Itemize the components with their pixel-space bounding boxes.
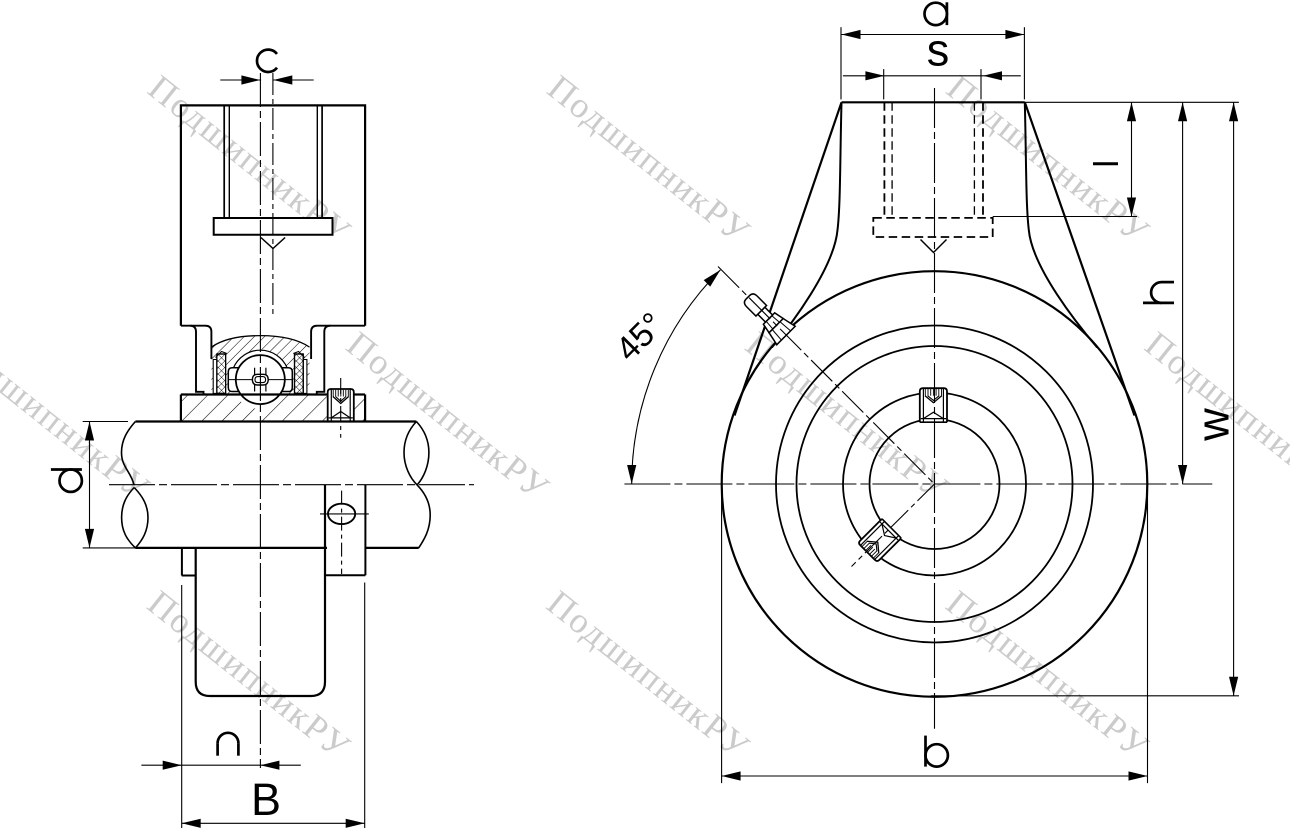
svg-text:l: l <box>1088 160 1126 168</box>
svg-text:w: w <box>1188 408 1239 442</box>
svg-text:s: s <box>927 25 950 76</box>
svg-text:B: B <box>251 774 281 825</box>
